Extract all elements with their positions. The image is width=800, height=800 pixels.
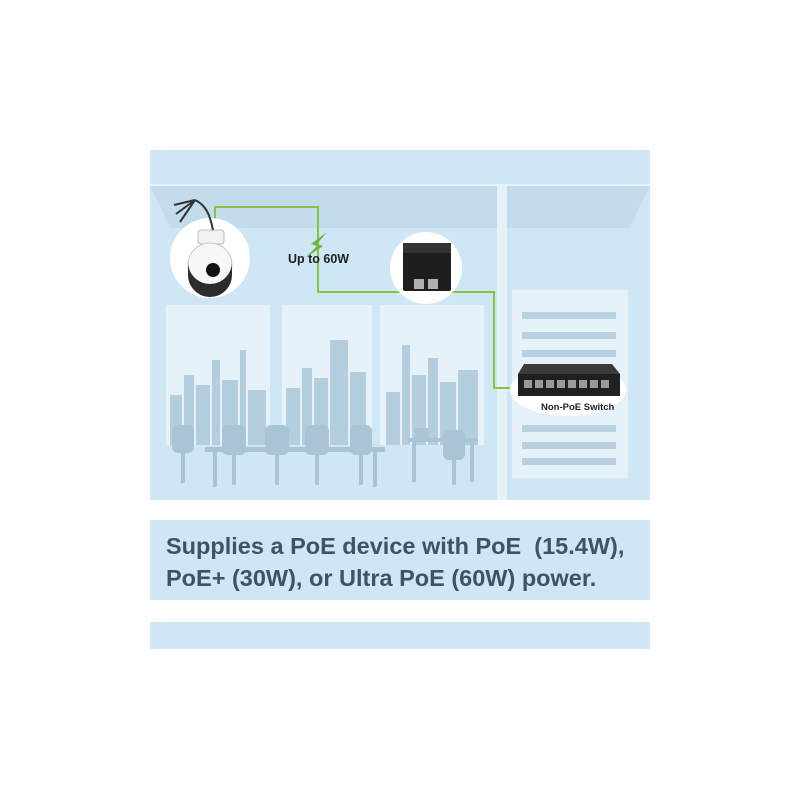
caption-line-2: PoE+ (30W), or Ultra PoE (60W) power. (166, 565, 597, 591)
green-cable (214, 206, 515, 389)
bottom-band (150, 622, 650, 649)
office-furniture (172, 425, 478, 487)
caption-line-1: Supplies a PoE device with PoE (15.4W), (166, 533, 625, 559)
room-divider (497, 185, 507, 500)
network-switch-icon (510, 364, 626, 416)
switch-label: Non-PoE Switch (541, 402, 615, 413)
poe-injector-icon (390, 232, 462, 304)
power-label: Up to 60W (288, 252, 350, 266)
ceiling-right (507, 185, 650, 228)
ptz-camera-icon (170, 199, 250, 298)
caption-box: Supplies a PoE device with PoE (15.4W), … (150, 520, 650, 600)
ceiling-left (150, 185, 497, 228)
lightning-bolt-icon (305, 232, 327, 258)
